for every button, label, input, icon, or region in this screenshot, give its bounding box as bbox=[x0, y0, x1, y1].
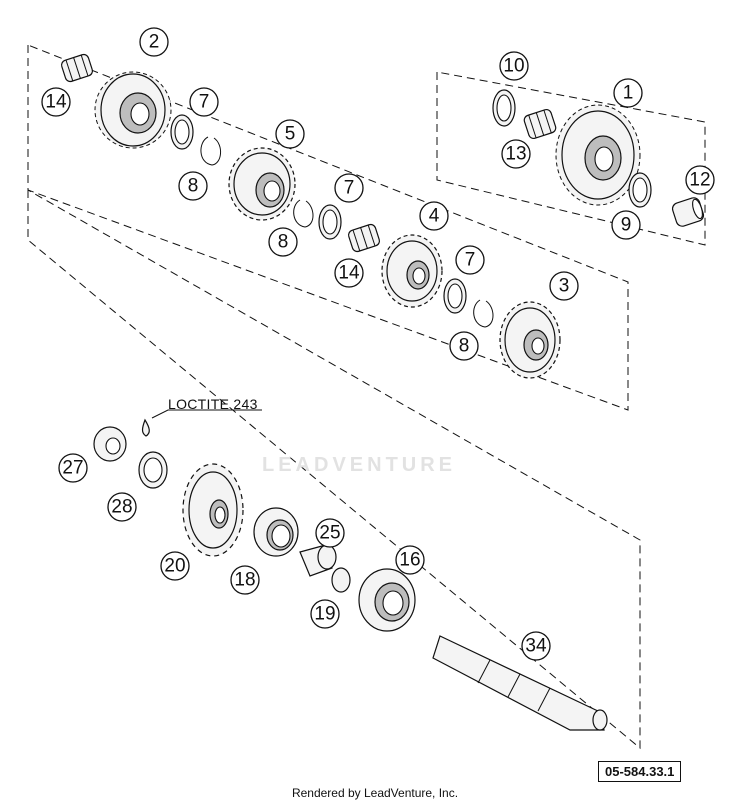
svg-text:2: 2 bbox=[149, 32, 160, 53]
callout-14-upper: 14 bbox=[41, 87, 71, 117]
svg-text:8: 8 bbox=[278, 232, 289, 253]
callout-18: 18 bbox=[230, 565, 260, 595]
washer-9 bbox=[628, 172, 652, 208]
gear-1 bbox=[555, 104, 641, 206]
bearing-14-lower bbox=[347, 223, 381, 253]
callout-27: 27 bbox=[58, 453, 88, 483]
callout-25: 25 bbox=[315, 518, 345, 548]
callout-5: 5 bbox=[275, 119, 305, 149]
svg-text:34: 34 bbox=[525, 636, 547, 657]
o-ring-19 bbox=[331, 567, 351, 593]
bushing-25 bbox=[299, 544, 337, 577]
washer-7-c bbox=[443, 278, 467, 314]
callout-9: 9 bbox=[611, 210, 641, 240]
gear-4 bbox=[381, 234, 443, 308]
svg-text:7: 7 bbox=[465, 250, 476, 271]
shaft-34 bbox=[432, 635, 608, 731]
seal-18 bbox=[253, 507, 299, 557]
svg-text:20: 20 bbox=[164, 556, 185, 577]
nut-27 bbox=[93, 426, 127, 462]
svg-text:19: 19 bbox=[314, 604, 335, 625]
washer-7-a bbox=[170, 114, 194, 150]
callout-7-a: 7 bbox=[189, 87, 219, 117]
loctite-annotation: LOCTITE 243 bbox=[168, 396, 258, 412]
gear-2 bbox=[94, 71, 172, 149]
circlip-8-a bbox=[200, 136, 221, 166]
svg-text:28: 28 bbox=[111, 497, 132, 518]
callout-8-c: 8 bbox=[449, 331, 479, 361]
callout-7-b: 7 bbox=[334, 173, 364, 203]
circlip-8-c bbox=[473, 299, 494, 328]
callout-2: 2 bbox=[139, 27, 169, 57]
washer-7-b bbox=[318, 204, 342, 240]
svg-text:10: 10 bbox=[503, 56, 524, 77]
bearing-16 bbox=[358, 568, 416, 632]
callout-20: 20 bbox=[160, 551, 190, 581]
bearing-12 bbox=[671, 197, 705, 227]
svg-text:7: 7 bbox=[344, 178, 355, 199]
svg-text:1: 1 bbox=[623, 83, 634, 104]
svg-text:14: 14 bbox=[338, 263, 360, 284]
loctite-leader bbox=[151, 409, 262, 419]
callout-1: 1 bbox=[613, 78, 643, 108]
svg-text:25: 25 bbox=[319, 523, 340, 544]
svg-text:14: 14 bbox=[45, 92, 67, 113]
callout-13: 13 bbox=[501, 139, 531, 169]
svg-text:7: 7 bbox=[199, 92, 210, 113]
svg-text:3: 3 bbox=[559, 276, 570, 297]
callout-10: 10 bbox=[499, 51, 529, 81]
callout-3: 3 bbox=[549, 271, 579, 301]
callout-34: 34 bbox=[521, 631, 551, 661]
gear-5 bbox=[228, 147, 296, 221]
svg-text:4: 4 bbox=[429, 206, 440, 227]
loctite-drop bbox=[141, 418, 150, 437]
callout-14-lower: 14 bbox=[334, 258, 364, 288]
svg-text:5: 5 bbox=[285, 124, 296, 145]
sprocket-20 bbox=[182, 463, 244, 557]
callout-19: 19 bbox=[310, 599, 340, 629]
gear-3 bbox=[499, 301, 561, 379]
svg-text:27: 27 bbox=[62, 458, 83, 479]
right-group-outline bbox=[436, 71, 706, 246]
callout-12: 12 bbox=[685, 165, 715, 195]
callout-16: 16 bbox=[395, 545, 425, 575]
figure-code: 05-584.33.1 bbox=[598, 761, 682, 782]
render-credit: Rendered by LeadVenture, Inc. bbox=[291, 786, 459, 800]
bearing-13 bbox=[523, 108, 557, 140]
svg-text:12: 12 bbox=[689, 170, 710, 191]
svg-text:8: 8 bbox=[188, 176, 199, 197]
svg-text:16: 16 bbox=[399, 550, 420, 571]
svg-text:8: 8 bbox=[459, 336, 470, 357]
svg-text:18: 18 bbox=[234, 570, 255, 591]
svg-text:9: 9 bbox=[621, 215, 632, 236]
washer-28 bbox=[138, 451, 168, 489]
callout-8-b: 8 bbox=[268, 227, 298, 257]
bearing-14-upper bbox=[60, 53, 94, 83]
callout-28: 28 bbox=[107, 492, 137, 522]
upper-shaft-outline bbox=[27, 44, 629, 411]
callout-8-a: 8 bbox=[178, 171, 208, 201]
lower-shaft-outline bbox=[27, 189, 641, 750]
washer-10 bbox=[492, 89, 516, 127]
callout-7-c: 7 bbox=[455, 245, 485, 275]
callout-4: 4 bbox=[419, 201, 449, 231]
circlip-8-b bbox=[293, 199, 314, 228]
watermark: LEADVENTURE bbox=[262, 454, 457, 476]
svg-text:13: 13 bbox=[505, 144, 526, 165]
